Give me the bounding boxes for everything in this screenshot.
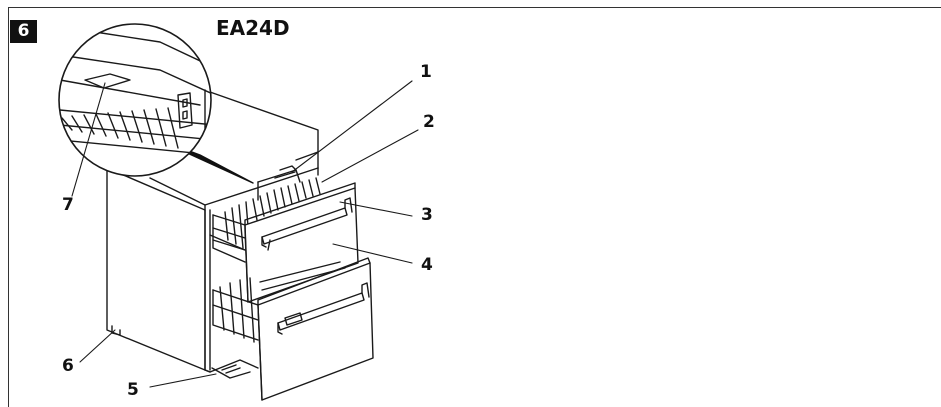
leader-6 [80,330,115,362]
leader-lines [72,81,418,387]
leader-2 [322,130,418,182]
callout-7: 7 [62,195,74,215]
callout-5: 5 [127,380,139,400]
leader-5 [150,374,216,387]
interior-area [258,152,318,200]
callout-6: 6 [62,356,74,376]
callout-4: 4 [421,255,433,275]
kick-plate-shape [205,360,258,378]
callout-1: 1 [420,62,432,82]
callout-2: 2 [423,112,435,132]
frame-left-border [8,7,9,407]
lower-drawer-handle-shape [278,283,369,334]
leader-3 [340,202,412,216]
model-title: EA24D [216,16,290,40]
magnifier-circle [59,24,211,176]
leader-7 [72,83,105,196]
leader-4 [333,244,412,263]
lower-drawer-basket [213,262,345,342]
upper-drawer-handle-shape [262,198,352,250]
lower-drawer-front-shape [258,258,373,400]
magnifier-detail [59,24,211,176]
callout-3: 3 [421,205,433,225]
leveling-foot-shape [112,326,120,335]
figure-number-badge: 6 [10,20,37,43]
leader-1 [292,81,412,172]
frame-top-border [8,7,941,8]
